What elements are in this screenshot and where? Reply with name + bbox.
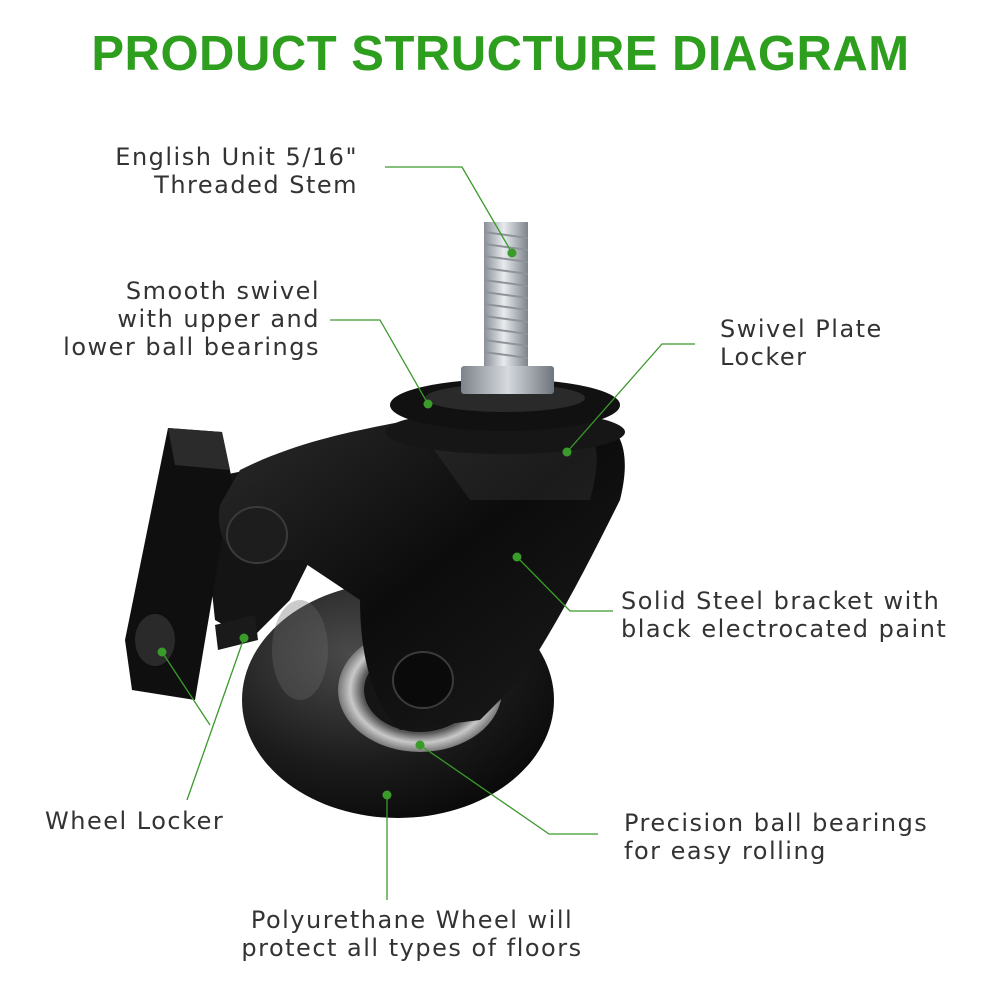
brake-pedal-edge (168, 428, 230, 470)
label-threaded-stem-line1: English Unit 5/16" (115, 143, 358, 171)
label-swivel-plate-line2: Locker (720, 343, 808, 371)
label-smooth-swivel-line2: with upper and (117, 305, 320, 333)
leader-bearings (419, 744, 598, 835)
label-wheel-locker: Wheel Locker (45, 807, 224, 835)
dot-bracket (512, 552, 522, 562)
label-threaded-stem: English Unit 5/16" Threaded Stem (115, 143, 358, 199)
brake-pad-dot (135, 614, 175, 666)
label-smooth-swivel-line3: lower ball bearings (63, 333, 320, 361)
label-wheel-locker-line1: Wheel Locker (45, 807, 225, 835)
pivot-bolt (226, 506, 288, 564)
steel-bracket (218, 420, 625, 730)
dot-locker-tab (239, 633, 249, 643)
dot-swivel (423, 399, 433, 409)
leader-swivel (330, 319, 429, 405)
leader-stem (385, 166, 513, 254)
leader-bracket (516, 556, 613, 612)
label-steel-bracket-line2: black electrocated paint (621, 615, 948, 643)
leader-lines (161, 166, 695, 900)
label-swivel-plate-locker: Swivel Plate Locker (720, 315, 883, 371)
dot-plate (562, 447, 572, 457)
stem-threads (483, 231, 529, 359)
bracket-group (218, 420, 625, 730)
brake-pedal (125, 428, 232, 700)
label-threaded-stem-line2: Threaded Stem (154, 171, 358, 199)
wheel-highlight (272, 600, 328, 700)
dot-locker-pedal (157, 647, 167, 657)
label-precision-bearings-line1: Precision ball bearings (624, 809, 929, 837)
hex-nut (461, 366, 554, 394)
leader-locker-1 (161, 651, 211, 726)
label-polyurethane-wheel: Polyurethane Wheel will protect all type… (212, 906, 612, 962)
label-steel-bracket-line1: Solid Steel bracket with (621, 587, 941, 615)
label-smooth-swivel-line1: Smooth swivel (125, 277, 320, 305)
label-precision-bearings-line2: for easy rolling (624, 837, 827, 865)
label-precision-bearings: Precision ball bearings for easy rolling (624, 809, 928, 865)
brake-tab (215, 615, 258, 650)
leader-locker-2 (186, 637, 245, 801)
label-smooth-swivel: Smooth swivel with upper and lower ball … (63, 277, 320, 361)
dot-stem (507, 248, 517, 258)
page-title: PRODUCT STRUCTURE DIAGRAM (91, 27, 910, 81)
label-polyurethane-wheel-line1: Polyurethane Wheel will (250, 906, 574, 934)
dot-bearings (415, 740, 425, 750)
dot-wheel (382, 790, 392, 800)
label-steel-bracket: Solid Steel bracket with black electroca… (621, 587, 947, 643)
threaded-stem-group (461, 222, 554, 394)
label-swivel-plate-line1: Swivel Plate (720, 315, 883, 343)
axle-bolt (392, 651, 454, 709)
label-polyurethane-wheel-line2: protect all types of floors (241, 934, 583, 962)
leader-plate (566, 343, 695, 453)
leader-dots (157, 248, 572, 800)
